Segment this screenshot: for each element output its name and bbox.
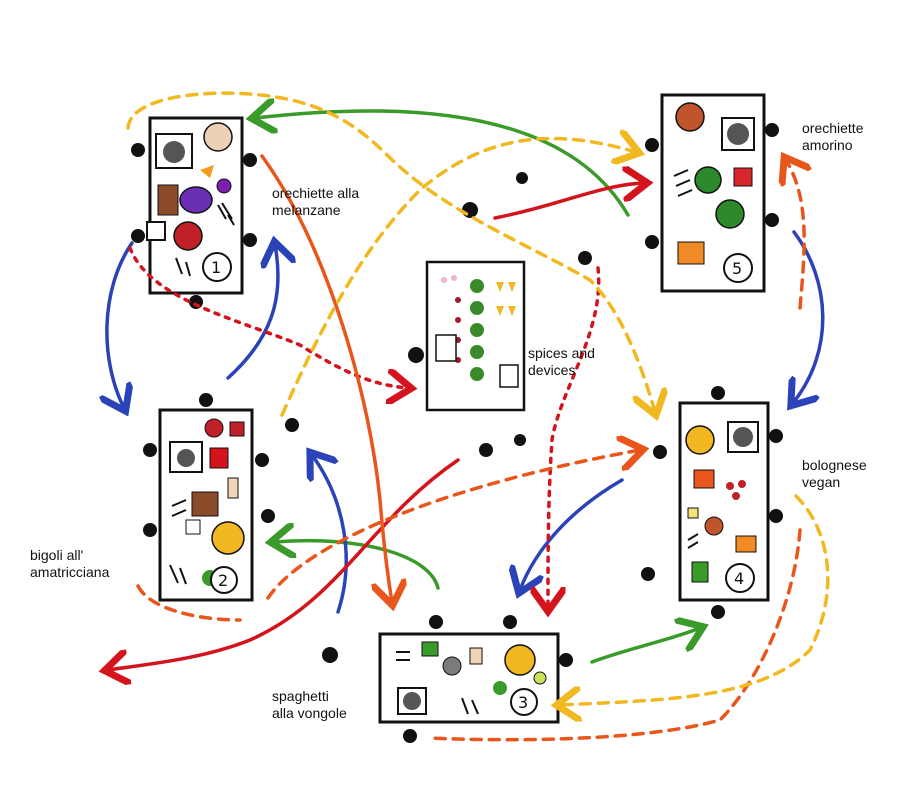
table-2-number: 2 [218,571,228,590]
label-table-1: orechiette alla melanzane [272,185,360,218]
table-3: 3 [378,615,573,743]
label-center: spices and devices [528,345,595,378]
table-5-number: 5 [732,259,742,278]
label-table-2: bigoli all' amatricciana [30,547,110,580]
table-4: 4 [641,386,783,619]
spices-station [408,260,526,412]
flow-arrows [107,91,830,742]
label-table-3: spaghetti alla vongole [272,688,347,721]
label-table-4: bolognese vegan [802,457,867,490]
table-4-number: 4 [734,569,744,588]
table-1-number: 1 [211,258,221,277]
table-2: 2 [143,393,275,602]
label-table-5: orechiette amorino [802,120,864,153]
table-1: 1 [131,116,257,309]
table-3-number: 3 [518,693,528,712]
chef-figures [285,172,592,663]
table-5: 5 [645,93,779,293]
